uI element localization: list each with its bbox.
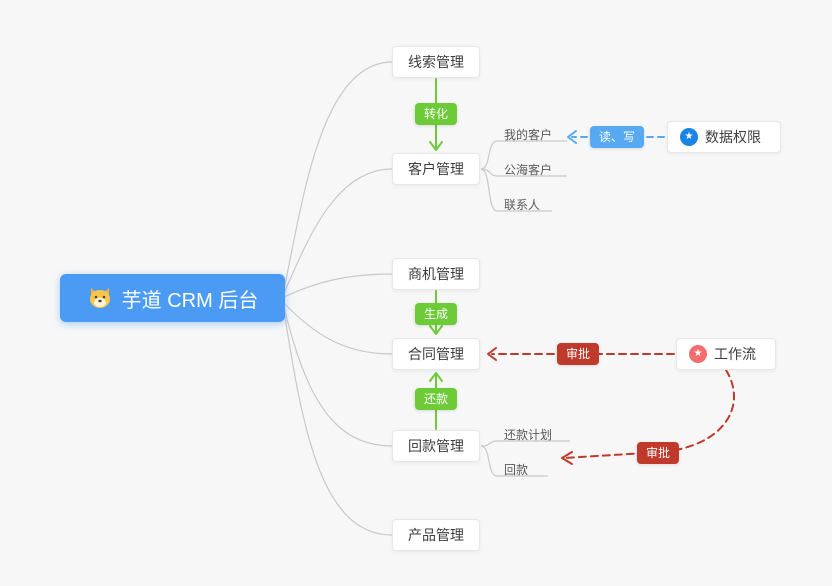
arrowhead-down-icon <box>429 325 443 335</box>
node-leads-management: 线索管理 <box>392 46 480 78</box>
node-workflow: ★ 工作流 <box>676 338 776 370</box>
branch-payment <box>480 445 548 477</box>
child-repayment-plan: 还款计划 <box>504 428 553 442</box>
child-public-customers: 公海客户 <box>504 163 553 177</box>
node-label: 商机管理 <box>408 266 464 282</box>
badge-generate: 生成 <box>414 303 458 325</box>
node-label: 线索管理 <box>408 54 464 70</box>
badge-approve-payment: 审批 <box>636 442 680 464</box>
connector-root-product <box>283 310 393 536</box>
badge-approve-contract: 审批 <box>556 343 600 365</box>
connector-root-contract <box>283 302 393 355</box>
arrowhead-down-icon <box>429 141 443 151</box>
node-contract-management: 合同管理 <box>392 338 480 370</box>
star-icon: ★ <box>689 345 707 363</box>
branch-repayment-plan <box>480 440 570 447</box>
connector-root-leads <box>283 61 393 290</box>
shiba-dog-icon <box>89 288 110 308</box>
connector-root-opportunity <box>283 273 393 298</box>
branch-contacts <box>480 168 552 212</box>
child-contacts: 联系人 <box>504 198 541 212</box>
node-label: 数据权限 <box>705 129 761 145</box>
star-icon: ★ <box>680 128 698 146</box>
node-data-permission: ★ 数据权限 <box>667 121 781 153</box>
root-module-connectors <box>283 61 393 536</box>
badge-convert: 转化 <box>414 103 458 125</box>
node-receivable-management: 回款管理 <box>392 430 480 462</box>
root-node-crm-admin: 芋道 CRM 后台 <box>60 274 285 322</box>
node-label: 客户管理 <box>408 161 464 177</box>
arrowhead-up-icon <box>429 372 443 382</box>
node-label: 产品管理 <box>408 527 464 543</box>
node-customer-management: 客户管理 <box>392 153 480 185</box>
badge-read-write: 读、写 <box>589 126 645 148</box>
arrowhead-left-icon <box>567 130 577 144</box>
arrowhead-left-icon <box>487 347 497 361</box>
connector-root-receivable <box>283 306 393 447</box>
branch-my-customers <box>480 140 567 170</box>
child-payment: 回款 <box>504 463 529 477</box>
branch-public-customers <box>480 168 567 177</box>
root-node-label: 芋道 CRM 后台 <box>121 289 259 312</box>
connector-root-customer <box>283 168 393 294</box>
node-label: 回款管理 <box>408 438 464 454</box>
node-label: 工作流 <box>714 346 756 362</box>
green-flow-arrows <box>429 78 443 430</box>
node-product-management: 产品管理 <box>392 519 480 551</box>
receivable-children-connectors <box>480 440 570 477</box>
node-label: 合同管理 <box>408 346 464 362</box>
arrowhead-left-icon <box>561 451 573 465</box>
child-my-customers: 我的客户 <box>504 128 553 142</box>
customer-children-connectors <box>480 140 567 212</box>
node-opportunity-management: 商机管理 <box>392 258 480 290</box>
badge-repay: 还款 <box>414 388 458 410</box>
arrow-workflow-to-payment <box>563 369 735 459</box>
